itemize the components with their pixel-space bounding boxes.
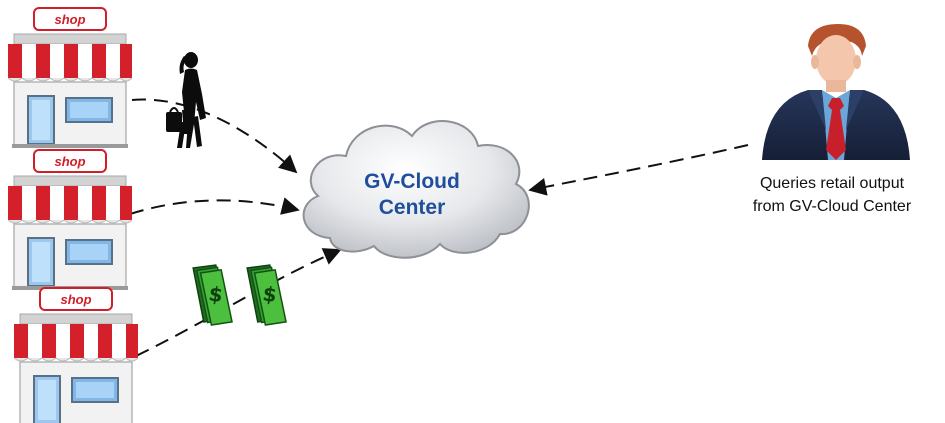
shopper-icon [166,52,206,148]
svg-text:$: $ [261,281,278,307]
shop-icon: shop [13,287,139,423]
manager-caption-line1: Queries retail output [759,175,905,192]
money-icon: $ [238,261,295,329]
cloud-icon: GV-Cloud Center [302,120,530,259]
manager-caption: Queries retail output from GV-Cloud Cent… [722,172,942,218]
connectors [129,98,749,357]
cloud-title-line2: Center [379,196,446,219]
businessman-icon [762,24,910,160]
connector-shop2-to-cloud [129,197,300,215]
shop-icon: shop [7,149,133,291]
money-icon: $ [184,261,241,329]
shop-icon: shop [7,7,133,149]
svg-text:$: $ [207,281,224,307]
shop-label: shop [60,292,91,307]
connector-shop3-to-cloud [135,248,342,357]
cloud-title-line1: GV-Cloud [364,170,460,193]
connector-shop1-to-cloud [131,98,298,174]
manager-caption-line2: from GV-Cloud Center [752,198,912,215]
shop-label: shop [54,154,85,169]
shop-label: shop [54,12,85,27]
connector-manager-to-cloud [528,144,749,196]
